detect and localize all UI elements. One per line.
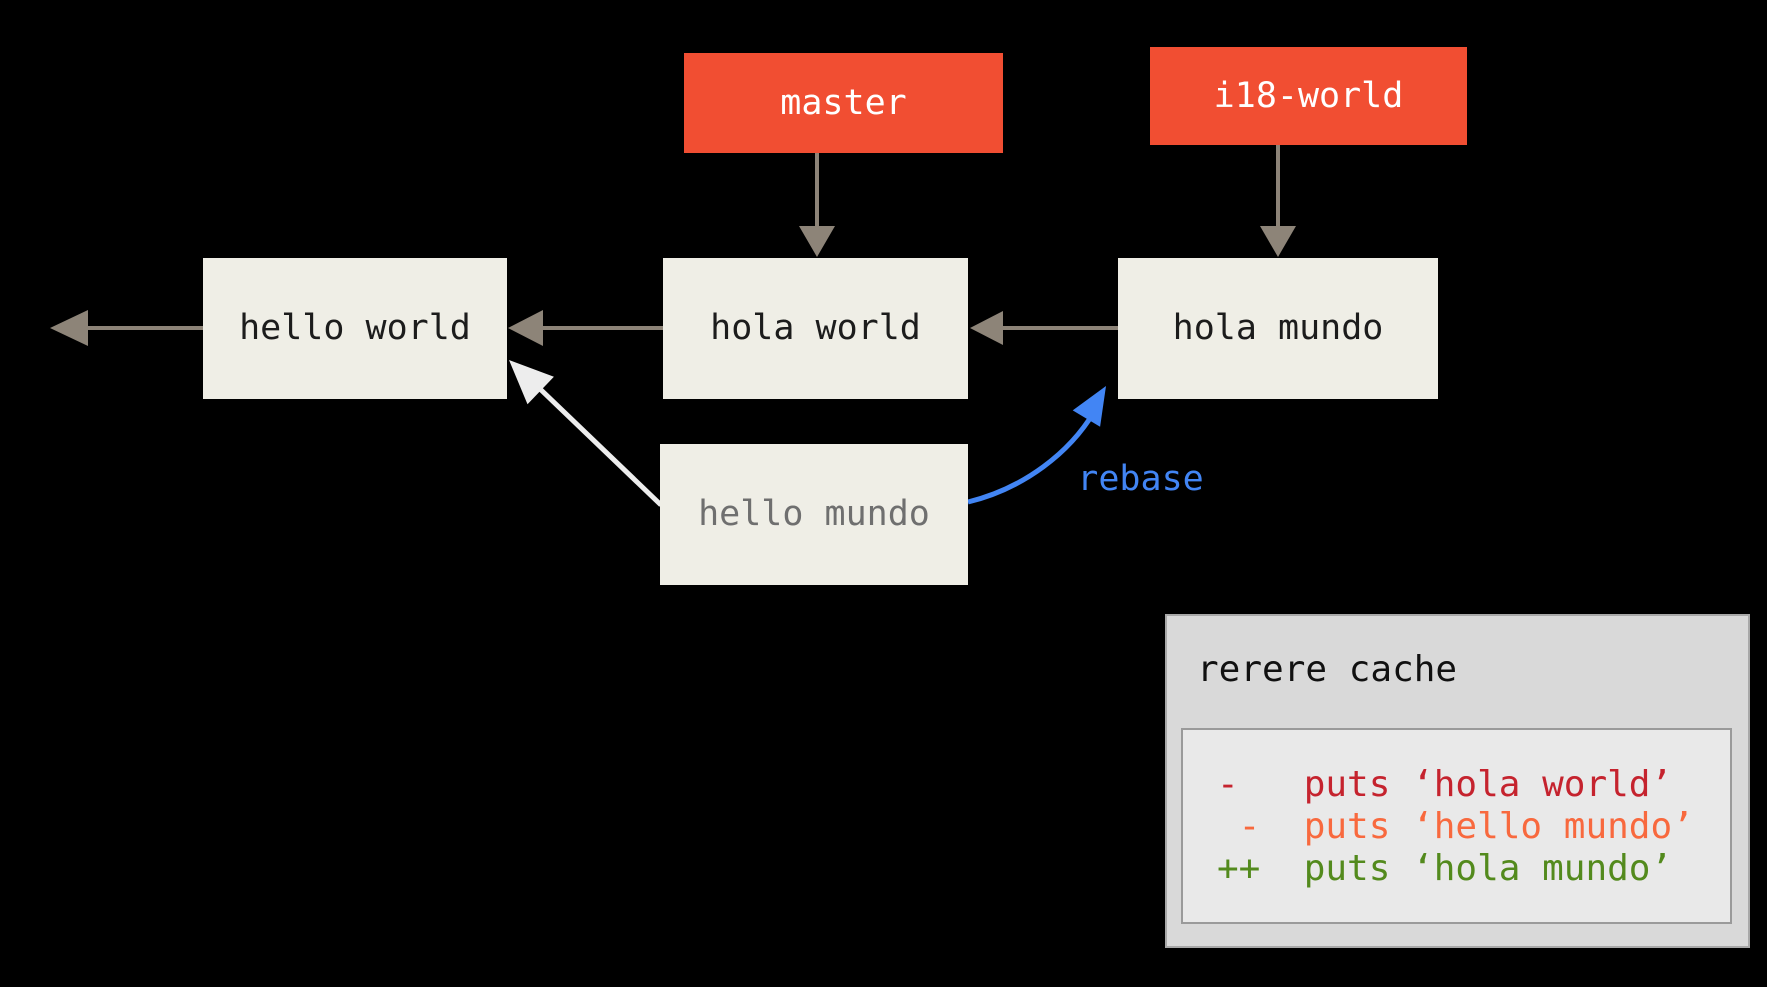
commit-hello-world: hello world (203, 258, 507, 399)
master-to-hola-world-arrow (799, 153, 835, 257)
hola-world-to-hello-world-arrow (508, 310, 663, 346)
diff-line-removed-hello-mundo: - puts ‘hello mundo’ (1217, 806, 1694, 847)
rebase-curve-arrow (967, 386, 1106, 505)
rerere-cache-title: rerere cache (1197, 649, 1458, 690)
diff-line-added-hola-mundo: ++ puts ‘hola mundo’ (1217, 848, 1673, 889)
commit-hola-world: hola world (663, 258, 968, 399)
branch-label-i18-world: i18-world (1150, 47, 1467, 145)
rerere-cache-panel: rerere cache - puts ‘hola world’ - puts … (1165, 614, 1750, 948)
rerere-cache-diff-box: - puts ‘hola world’ - puts ‘hello mundo’… (1181, 728, 1732, 924)
diff-line-removed-hola-world: - puts ‘hola world’ (1217, 764, 1673, 805)
commit-hello-mundo-abandoned: hello mundo (660, 444, 968, 585)
hola-mundo-to-hola-world-arrow (970, 311, 1118, 345)
hello-mundo-to-hello-world-arrow (509, 360, 663, 507)
rebase-action-label: rebase (1077, 459, 1204, 499)
i18-world-to-hola-mundo-arrow (1260, 145, 1296, 257)
history-left-arrow (50, 310, 203, 346)
commit-hola-mundo: hola mundo (1118, 258, 1438, 399)
branch-label-master: master (684, 53, 1003, 153)
